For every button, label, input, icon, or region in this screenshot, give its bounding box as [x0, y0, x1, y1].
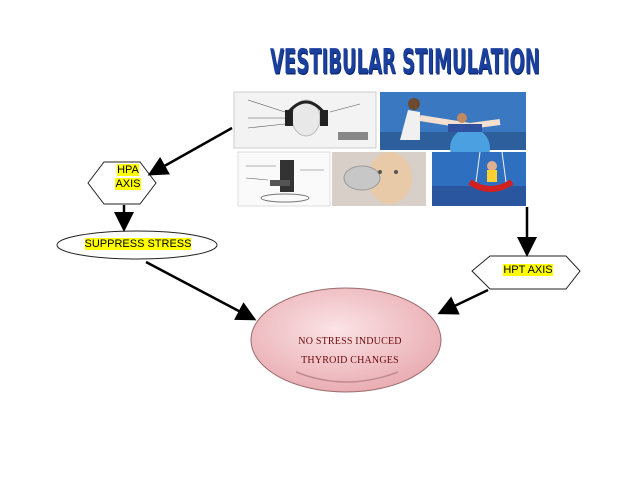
outcome-smile: [295, 371, 399, 383]
hpt-axis-text: HPT AXIS: [503, 264, 553, 276]
outcome-line-2: THYROID CHANGES: [301, 355, 399, 366]
hpa-axis-label: HPA AXIS: [100, 163, 156, 191]
arrow-photos-to-hpa: [147, 126, 233, 176]
hpa-axis-line-2: AXIS: [115, 178, 141, 190]
outcome-label: NO STRESS INDUCED THYROID CHANGES: [270, 332, 430, 370]
page-title: VESTIBULAR STIMULATION: [270, 42, 540, 82]
photo-child-swing: [432, 151, 526, 206]
arrow-suppress-to-outcome: [145, 260, 257, 321]
hpa-axis-line-1: HPA: [117, 164, 139, 176]
outcome-circle: [250, 287, 442, 393]
suppress-stress-text: SUPPRESS STRESS: [84, 238, 192, 250]
arrow-hpt-to-outcome: [437, 288, 489, 315]
outcome-line-1: NO STRESS INDUCED: [298, 336, 402, 347]
photo-rotating-chair: [237, 151, 331, 207]
hpt-axis-label: HPT AXIS: [478, 264, 578, 276]
suppress-stress-label: SUPPRESS STRESS: [58, 238, 218, 250]
photo-mannequin-head: [332, 152, 426, 206]
photo-headphones-apparatus: [233, 91, 377, 149]
